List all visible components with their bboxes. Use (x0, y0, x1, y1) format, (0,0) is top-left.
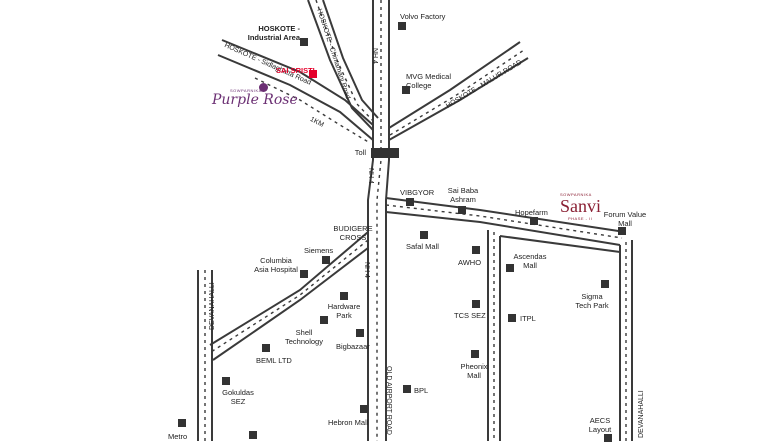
purple-rose-logo-icon (259, 83, 268, 92)
place-hoskote-industrial: HOSKOTE - Industrial Area (247, 24, 300, 42)
road-label-old-airport: OLD AIRPORT ROAD (385, 366, 392, 435)
marker-metro-icon (178, 419, 186, 427)
marker-hebron-icon (360, 405, 368, 413)
chintamani-road-edge (322, 0, 379, 119)
marker-hardware-icon (340, 292, 348, 300)
marker-hopefarm-icon (530, 217, 538, 225)
place-ascendas: Ascendas Mall (513, 252, 547, 270)
nh4-road (367, 0, 374, 441)
road-label-nh4-north: NH 4 (371, 48, 378, 64)
sidlaghatta-road (221, 39, 374, 126)
budigere-centerline (210, 239, 369, 353)
place-tcs: TCS SEZ (454, 311, 486, 320)
place-gokuldas: Gokuldas SEZ (222, 388, 254, 406)
marker-sai-baba-icon (458, 206, 466, 214)
sanvi-brand: Sanvi (560, 196, 602, 216)
marker-pheonix-icon (471, 350, 479, 358)
nh4-road-edge (385, 0, 390, 441)
itpl-inner-road (499, 235, 621, 253)
place-siemens: Siemens (304, 246, 334, 255)
malur-road (388, 41, 521, 129)
budigere-road (209, 231, 369, 346)
place-pheonix: Pheonix Mall (460, 362, 488, 380)
marker-volvo-icon (398, 22, 406, 30)
marker-sai-sristi-icon (309, 70, 317, 78)
marker-beml-icon (262, 344, 270, 352)
road-label-devanahalli: DEVANAHALLI (209, 282, 216, 330)
marker-mvg-icon (402, 86, 410, 94)
place-itpl: ITPL (520, 314, 536, 323)
marker-bpl-icon (403, 385, 411, 393)
sidlaghatta-road-edge (217, 54, 374, 141)
marker-vibgyor-icon (406, 198, 414, 206)
place-forum: Forum Value Mall (603, 210, 647, 228)
sidlaghatta-dashed (254, 77, 371, 144)
place-sigma: Sigma Tech Park (575, 292, 609, 310)
place-hopefarm: Hopefarm (515, 208, 548, 217)
marker-sigma-icon (601, 280, 609, 288)
place-columbia: Columbia Asia Hospital (254, 256, 298, 274)
malur-road-edge (388, 57, 529, 141)
purple-rose-brand: Purple Rose (212, 92, 298, 108)
place-toll: Toll (354, 148, 366, 157)
place-hardware: Hardware Park (327, 302, 361, 320)
place-aecs: AECS Layout (588, 416, 612, 434)
marker-safal-icon (420, 231, 428, 239)
toll-gate (371, 148, 399, 158)
marker-forum-icon (618, 227, 626, 235)
marker-bottom-icon (249, 431, 257, 439)
whitefield-centerline (385, 204, 623, 239)
road-label-nh4-mid: NH 4 (367, 168, 374, 184)
budigere-road-edge (212, 247, 369, 361)
marker-columbia-icon (300, 270, 308, 278)
chintamani-road (307, 0, 374, 131)
place-vibgyor: VIBGYOR (400, 188, 435, 197)
place-beml: BEML LTD (256, 356, 292, 365)
place-sai-sristi: SAI SRISTI (276, 66, 315, 75)
place-mvg: MVG Medical College (406, 72, 452, 90)
marker-shell-icon (320, 316, 328, 324)
marker-tcs-icon (472, 300, 480, 308)
place-budigere: BUDIGERE CROSS (333, 224, 373, 242)
place-sai-baba: Sai Baba Ashram (447, 186, 479, 204)
place-volvo: Volvo Factory (400, 12, 446, 21)
marker-gokuldas-icon (222, 377, 230, 385)
sanvi-brand-small: SOWPARNIKA (560, 192, 592, 197)
malur-centerline (389, 49, 525, 136)
marker-bigbazaar-icon (356, 329, 364, 337)
place-safal: Safal Mall (406, 242, 439, 251)
marker-hoskote-industrial-icon (300, 38, 308, 46)
place-awho: AWHO (458, 258, 482, 267)
marker-aecs-icon (604, 434, 612, 442)
sanvi-phase: PHASE - II (568, 216, 593, 221)
road-network (197, 0, 633, 441)
marker-itpl-icon (508, 314, 516, 322)
road-label-devanahalli-right: DEVANAHALLI (638, 390, 645, 438)
whitefield-road-edge (385, 211, 621, 246)
marker-siemens-icon (322, 256, 330, 264)
place-metro: Metro (168, 432, 188, 441)
place-hebron: Hebron Mall (328, 418, 369, 427)
marker-awho-icon (472, 246, 480, 254)
marker-ascendas-icon (506, 264, 514, 272)
place-bigbazaar: Bigbazaar (336, 342, 370, 351)
place-shell: Shell Technology (285, 328, 323, 346)
whitefield-road (385, 197, 626, 233)
purple-rose-brand-small: SOWPARNIKA (230, 88, 262, 93)
road-label-nh4-south: NH 4 (363, 262, 370, 278)
place-bpl: BPL (414, 386, 429, 395)
nh4-centerline (376, 0, 382, 441)
